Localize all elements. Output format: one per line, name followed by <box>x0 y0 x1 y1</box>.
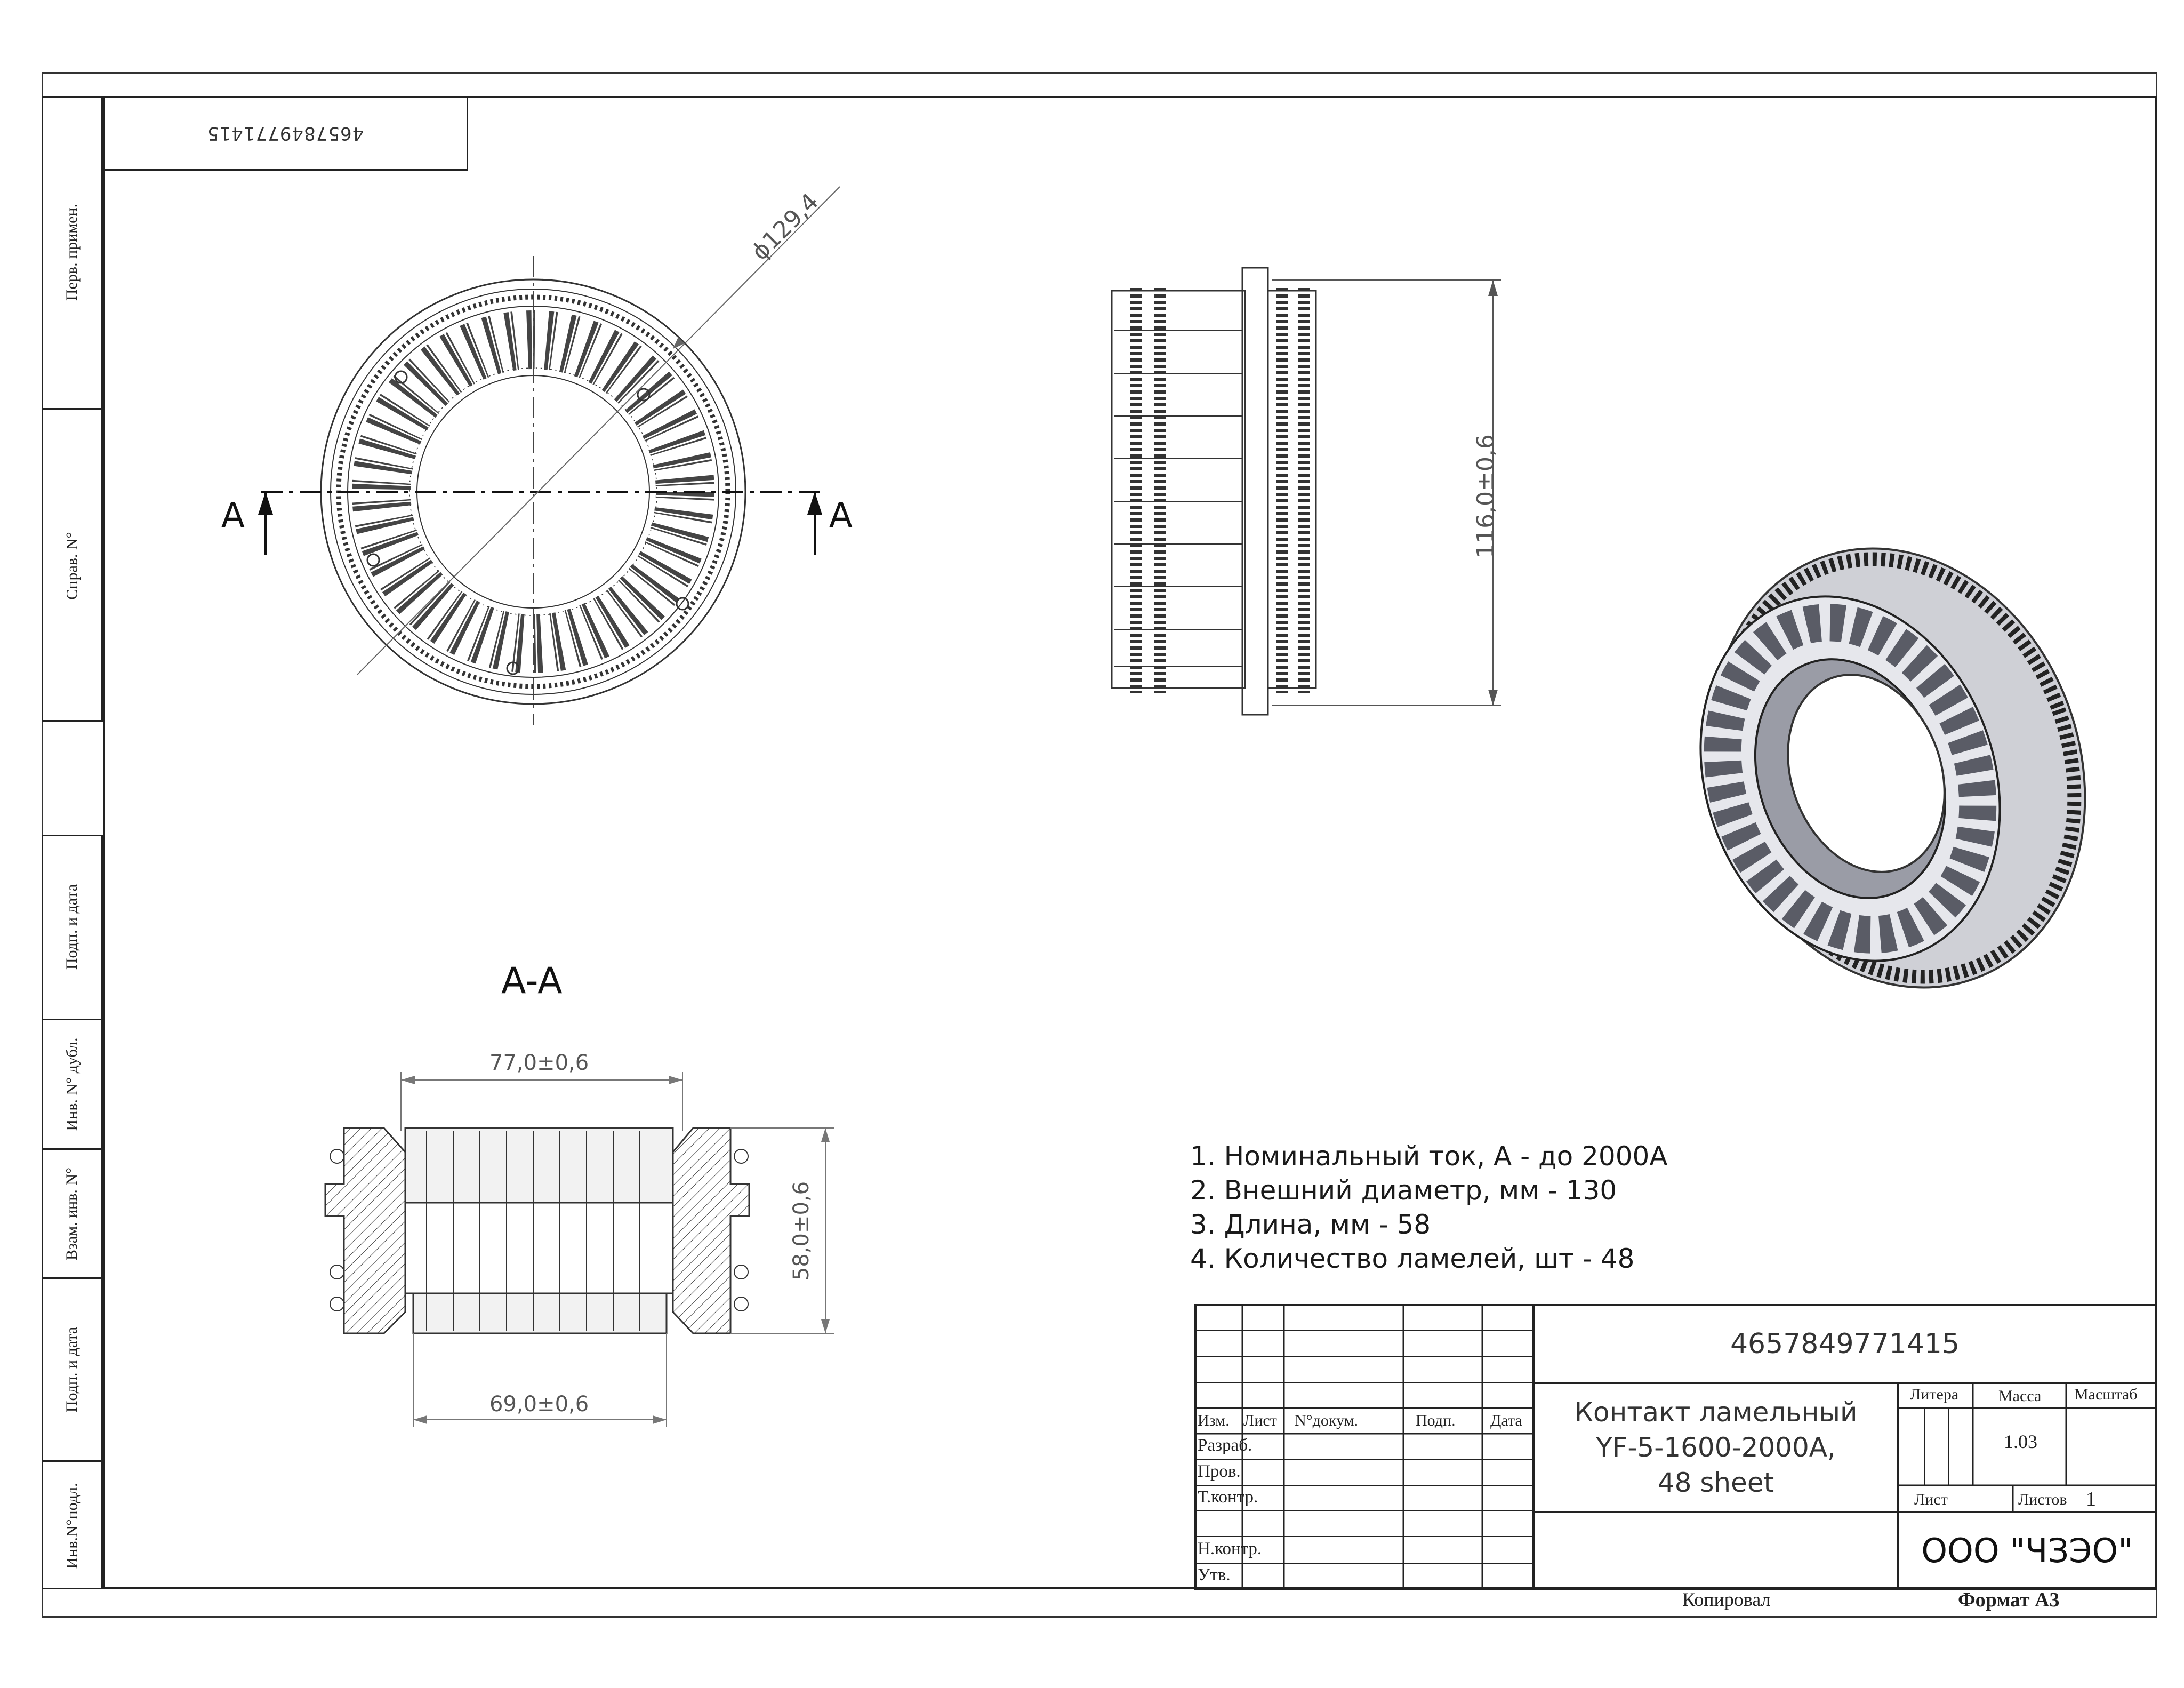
section-screw <box>330 1265 344 1279</box>
title-designation: 4657849771415 <box>1730 1328 1960 1360</box>
side-label-podp-data-1: Подп. и дата <box>63 884 81 970</box>
col-ndokum-label: N°докум. <box>1295 1412 1359 1429</box>
dim-top-arrow-left <box>401 1076 415 1084</box>
left-strip-divider-3 <box>42 1148 103 1150</box>
section-arrow-right-head <box>807 492 822 515</box>
front-hole <box>506 661 520 675</box>
massa-label: Масса <box>1998 1387 2042 1405</box>
section-title: A-A <box>501 960 563 1002</box>
dim-right-arrow-top <box>821 1128 830 1142</box>
side-cell-podp-data-2: Подп. и дата <box>42 1279 103 1460</box>
side-cell-sprav: Справ. N° <box>42 410 103 722</box>
front-diameter-arrow <box>673 337 685 349</box>
side-label-inv-dubl: Инв. N° дубл. <box>63 1037 81 1131</box>
iso-spring-ring <box>1715 552 2082 984</box>
technical-notes: 1. Номинальный ток, А - до 2000А 2. Внеш… <box>1190 1139 1668 1276</box>
dim-top-arrow-right <box>669 1076 682 1084</box>
side-height-label: 116,0±0,6 <box>1472 434 1499 558</box>
side-dim-arrow-top <box>1488 280 1498 296</box>
left-strip-divider-1 <box>42 408 103 410</box>
stamp-box: 4657849771415 <box>103 96 468 171</box>
section-right-wall <box>672 1127 750 1334</box>
row-tkontr-label: Т.контр. <box>1198 1487 1258 1507</box>
section-height-label: 58,0±0,6 <box>789 1181 814 1281</box>
side-label-perv-primen: Перв. примен. <box>63 203 81 301</box>
mass-value: 1.03 <box>2004 1431 2037 1452</box>
row-razrab-label: Разраб. <box>1198 1436 1252 1455</box>
drawing-frame <box>103 96 2157 1589</box>
front-hole <box>366 553 380 567</box>
section-screw <box>734 1265 749 1279</box>
note-3: 3. Длина, мм - 58 <box>1190 1209 1431 1240</box>
dim-bottom-arrow-right <box>653 1415 667 1424</box>
title-name-line-2: YF-5-1600-2000A, <box>1596 1432 1836 1463</box>
side-flange <box>1241 267 1269 716</box>
iso-lamella-ring <box>1704 604 1997 954</box>
side-cell-podp-data-1: Подп. и дата <box>42 835 103 1019</box>
note-1: 1. Номинальный ток, А - до 2000А <box>1190 1141 1668 1172</box>
col-list-label: Лист <box>1243 1412 1277 1429</box>
dim-right-arrow-bottom <box>821 1319 830 1333</box>
side-label-podp-data-2: Подп. и дата <box>63 1326 81 1413</box>
list-label: Лист <box>1914 1491 1948 1508</box>
left-strip-divider-4 <box>42 1277 103 1279</box>
dim-bottom-arrow-left <box>413 1415 427 1424</box>
format-label: Формат А3 <box>1958 1589 2060 1611</box>
iso-view <box>1699 547 2086 989</box>
front-diameter-leader <box>357 186 840 675</box>
iso-bore-inner <box>1787 674 1946 873</box>
listov-value: 1 <box>2086 1488 2096 1510</box>
section-letter-left: A <box>221 496 245 535</box>
row-utv-label: Утв. <box>1198 1565 1231 1585</box>
front-hole <box>637 388 651 402</box>
title-name-line-3: 48 sheet <box>1657 1467 1774 1498</box>
title-block-grid <box>1194 1304 2157 1590</box>
side-view <box>1111 267 1501 716</box>
company-name: ООО "ЧЗЭО" <box>1921 1531 2133 1570</box>
side-right-part <box>1267 290 1317 689</box>
section-screw <box>330 1297 344 1311</box>
section-letter-right: A <box>829 496 853 535</box>
side-label-vzam-inv: Взам. инв. N° <box>63 1167 81 1260</box>
section-bottom-width-label: 69,0±0,6 <box>489 1392 589 1417</box>
row-prov-label: Пров. <box>1198 1462 1241 1481</box>
side-cell-inv-podl: Инв.N°подл. <box>42 1462 103 1589</box>
side-label-inv-podl: Инв.N°подл. <box>63 1483 81 1569</box>
listov-label: Листов <box>2018 1491 2067 1508</box>
col-data-label: Дата <box>1490 1412 1522 1429</box>
title-name-line-1: Контакт ламельный <box>1574 1397 1858 1428</box>
section-core <box>404 1202 674 1294</box>
masshtab-label: Масштаб <box>2074 1386 2138 1403</box>
note-4: 4. Количество ламелей, шт - 48 <box>1190 1243 1635 1274</box>
side-cell-inv-dubl: Инв. N° дубл. <box>42 1020 103 1148</box>
section-top-width-label: 77,0±0,6 <box>489 1051 589 1075</box>
left-strip-divider-2 <box>42 1019 103 1020</box>
section-bottom-band <box>412 1292 668 1334</box>
col-izm-label: Изм. <box>1198 1412 1230 1429</box>
stamp-mirrored-number: 4657849771415 <box>207 123 364 144</box>
section-arrow-left-head <box>258 492 273 515</box>
title-name-block: Контакт ламельный YF-5-1600-2000A, 48 sh… <box>1533 1383 1898 1512</box>
side-body <box>1111 290 1246 689</box>
section-screw <box>734 1149 749 1164</box>
side-cell-perv-primen: Перв. примен. <box>42 96 103 408</box>
front-view <box>258 186 840 725</box>
section-screw <box>330 1149 344 1164</box>
side-cell-vzam-inv: Взам. инв. N° <box>42 1150 103 1277</box>
section-view <box>324 1072 834 1427</box>
note-2: 2. Внешний диаметр, мм - 130 <box>1190 1175 1617 1206</box>
section-screw <box>734 1297 749 1311</box>
left-strip-lower <box>42 835 103 1589</box>
left-strip-divider-5 <box>42 1460 103 1462</box>
section-left-wall <box>324 1127 406 1334</box>
section-top-band <box>404 1127 674 1204</box>
side-dim-arrow-bottom <box>1488 690 1498 706</box>
row-nkontr-label: Н.контр. <box>1198 1539 1262 1558</box>
litera-label: Литера <box>1910 1386 1959 1403</box>
front-hole <box>394 370 408 384</box>
side-label-sprav: Справ. N° <box>63 531 81 600</box>
col-podp-label: Подп. <box>1416 1412 1456 1429</box>
front-hole <box>676 597 689 611</box>
kopiroval-label: Копировал <box>1682 1589 1771 1610</box>
